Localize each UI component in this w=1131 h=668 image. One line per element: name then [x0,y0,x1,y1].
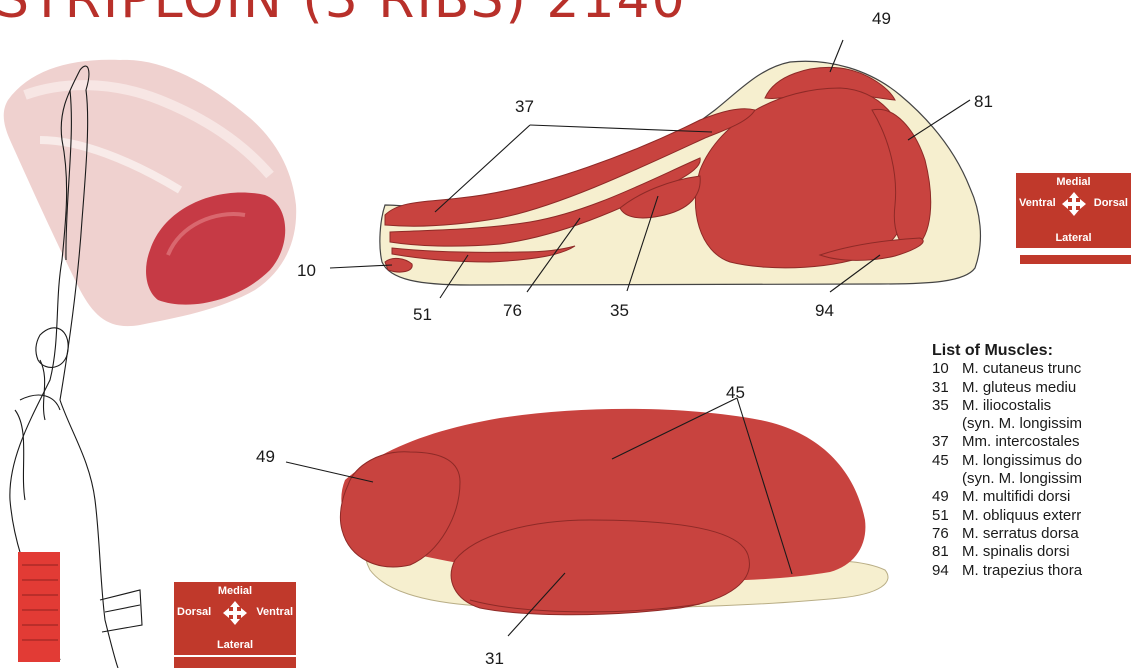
muscle-name: M. longissimus do [962,452,1082,470]
label-49-lower: 49 [256,447,275,466]
muscle-number: 10 [930,360,962,378]
muscle-name: M. cutaneus trunc [962,360,1081,378]
upper-cross-section: 49 37 81 10 51 76 35 94 [297,9,993,324]
label-45: 45 [726,383,745,402]
orient-lateral-label: Lateral [1016,232,1131,244]
four-way-arrow-icon [1060,190,1088,218]
muscle-name: M. iliocostalis [962,397,1051,415]
label-94: 94 [815,301,834,320]
label-37: 37 [515,97,534,116]
orient-ventral-label: Ventral [1019,197,1056,209]
muscle-name: M. spinalis dorsi [962,543,1070,561]
muscle-name: M. obliquus exterr [962,507,1081,525]
label-76: 76 [503,301,522,320]
muscle-name: Mm. intercostales [962,433,1080,451]
muscle-number: 45 [930,452,962,470]
muscle-number: 81 [930,543,962,561]
muscle-name: M. trapezius thora [962,562,1082,580]
muscle-list-item: (syn. M. longissim [930,470,1082,488]
striploin-photo [4,60,296,326]
muscle-number: 76 [930,525,962,543]
orientation-strip-left [174,657,296,668]
orient-dorsal-label-left: Dorsal [177,606,211,618]
lower-side-view: 45 49 31 [256,383,888,668]
label-10: 10 [297,261,316,280]
label-31: 31 [485,649,504,668]
orient-dorsal-label: Dorsal [1094,197,1128,209]
muscle-number: 37 [930,433,962,451]
muscle-number: 35 [930,397,962,415]
muscle-number [930,470,962,488]
label-51: 51 [413,305,432,324]
muscle-name: M. gluteus mediu [962,379,1076,397]
muscle-name: M. serratus dorsa [962,525,1079,543]
orientation-box-left: Medial Dorsal Ventral Lateral [174,582,296,655]
orient-lateral-label-left: Lateral [174,639,296,651]
muscle-list-heading: List of Muscles: [932,342,1082,360]
label-35: 35 [610,301,629,320]
muscle-list-item: (syn. M. longissim [930,415,1082,433]
muscle-number: 94 [930,562,962,580]
label-49-top: 49 [872,9,891,28]
four-way-arrow-icon [221,599,249,627]
muscle-name: M. multifidi dorsi [962,488,1070,506]
muscle-name: (syn. M. longissim [962,470,1082,488]
orientation-box-right: Medial Ventral Dorsal Lateral [1016,173,1131,248]
muscle-number: 51 [930,507,962,525]
orientation-strip-right [1020,255,1131,264]
muscle-number: 49 [930,488,962,506]
orient-medial-label: Medial [1016,176,1131,188]
muscle-name: (syn. M. longissim [962,415,1082,433]
muscle-number: 31 [930,379,962,397]
label-81: 81 [974,92,993,111]
orient-ventral-label-left: Ventral [256,606,293,618]
muscle-number [930,415,962,433]
orient-medial-label-left: Medial [174,585,296,597]
